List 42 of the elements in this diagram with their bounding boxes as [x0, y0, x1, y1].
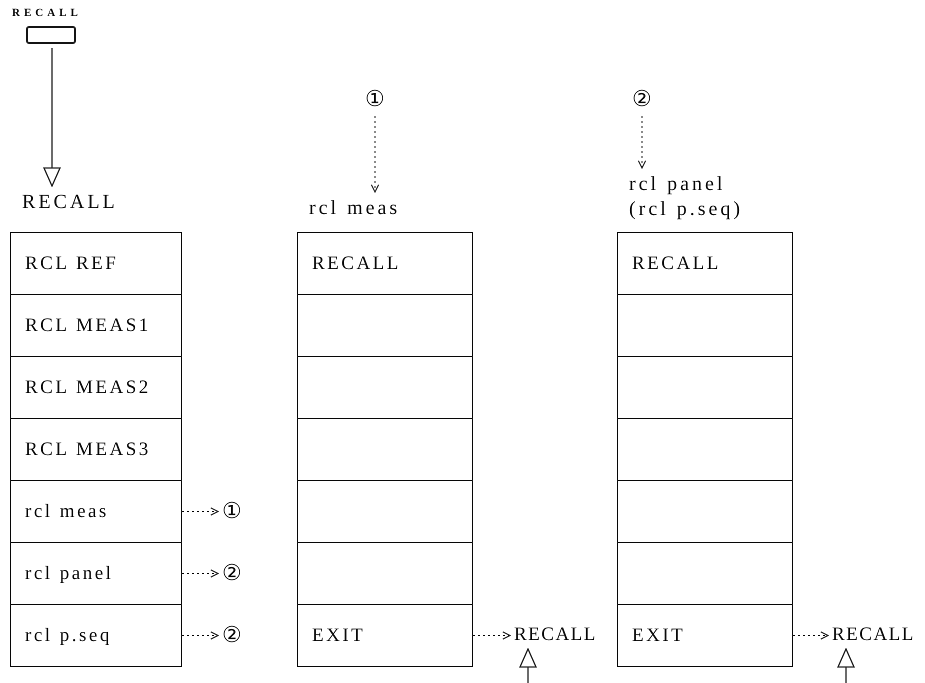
arrow [638, 116, 646, 169]
callout-number: ② [222, 622, 242, 648]
softkey: EXIT [617, 604, 793, 667]
arrow [792, 631, 829, 640]
menu-title: RECALL [22, 190, 119, 215]
blank-softkey [297, 356, 473, 419]
softkey: RCL MEAS3 [10, 418, 182, 481]
softkey: rcl panel [10, 542, 182, 605]
arrow [182, 507, 219, 516]
arrow [472, 631, 511, 640]
softkey: RCL MEAS1 [10, 294, 182, 357]
blank-softkey [297, 418, 473, 481]
softkey: RCL MEAS2 [10, 356, 182, 419]
menu-reference: RECALL [832, 623, 915, 647]
blank-softkey [297, 542, 473, 605]
arrow [837, 648, 855, 683]
blank-softkey [617, 356, 793, 419]
blank-softkey [297, 480, 473, 543]
softkey: rcl p.seq [10, 604, 182, 667]
menu-title: rcl meas [309, 196, 402, 221]
softkey: RECALL [617, 232, 793, 295]
blank-softkey [617, 294, 793, 357]
arrow [182, 631, 219, 640]
blank-softkey [617, 480, 793, 543]
softkey: rcl meas [10, 480, 182, 543]
menu-title: rcl panel (rcl p.seq) [629, 172, 744, 222]
arrow [370, 116, 380, 193]
blank-softkey [617, 418, 793, 481]
menu-reference: RECALL [514, 623, 597, 647]
key-label: RECALL [12, 6, 82, 20]
arrow [43, 48, 61, 187]
callout-number: ② [222, 560, 242, 586]
arrow [182, 569, 219, 578]
softkey: RECALL [297, 232, 473, 295]
callout-number: ① [365, 86, 385, 112]
blank-softkey [617, 542, 793, 605]
callout-number: ① [222, 498, 242, 524]
callout-number: ② [632, 86, 652, 112]
arrow [519, 648, 537, 683]
softkey: EXIT [297, 604, 473, 667]
softkey: RCL REF [10, 232, 182, 295]
blank-softkey [297, 294, 473, 357]
